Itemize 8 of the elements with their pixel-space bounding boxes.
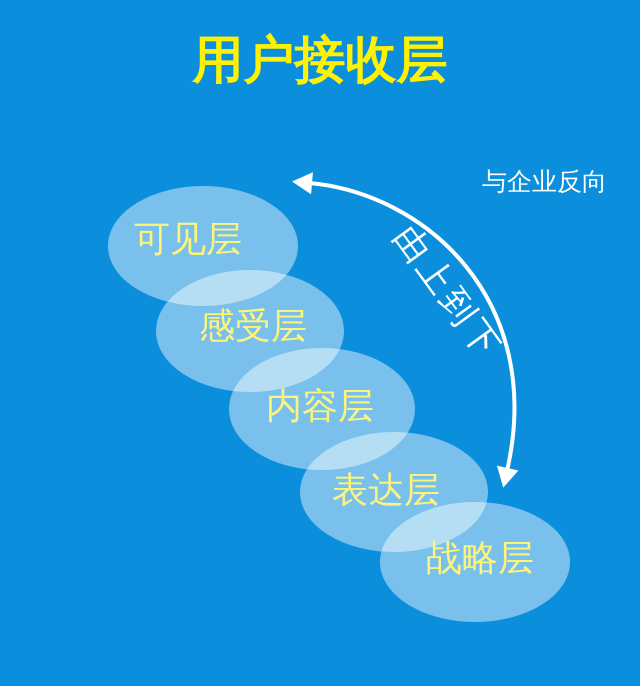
title: 用户接收层 (192, 31, 448, 91)
layer-name: 可见层 (134, 219, 242, 261)
note-text: 与企业反向 (482, 166, 607, 197)
layer-name: 感受层 (199, 306, 307, 348)
direction-label: 由上到下 (384, 218, 510, 368)
layer-name: 内容层 (266, 386, 374, 428)
layer-name: 表达层 (332, 470, 440, 512)
layer-name: 战略层 (426, 538, 534, 580)
